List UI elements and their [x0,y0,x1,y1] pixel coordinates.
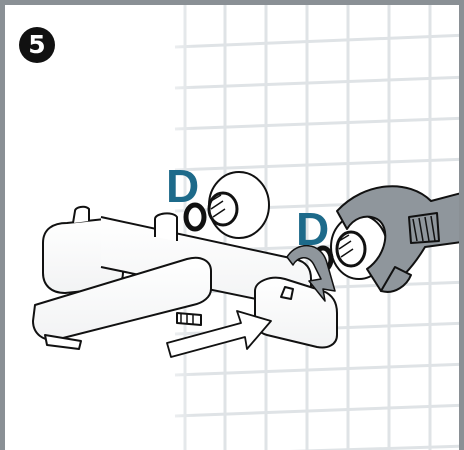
part-label-d-left: D [166,160,200,212]
wall-fitting-left [207,171,270,239]
seal-left [183,202,207,232]
push-arrow-icon [166,310,272,358]
mixer-installation-drawing [32,5,459,450]
turn-arrow-icon [286,244,336,302]
step-number-badge: 5 [19,27,55,63]
part-label-d-right: D [296,203,330,255]
adjustable-wrench-icon [336,185,459,293]
bath-mixer [32,205,338,350]
